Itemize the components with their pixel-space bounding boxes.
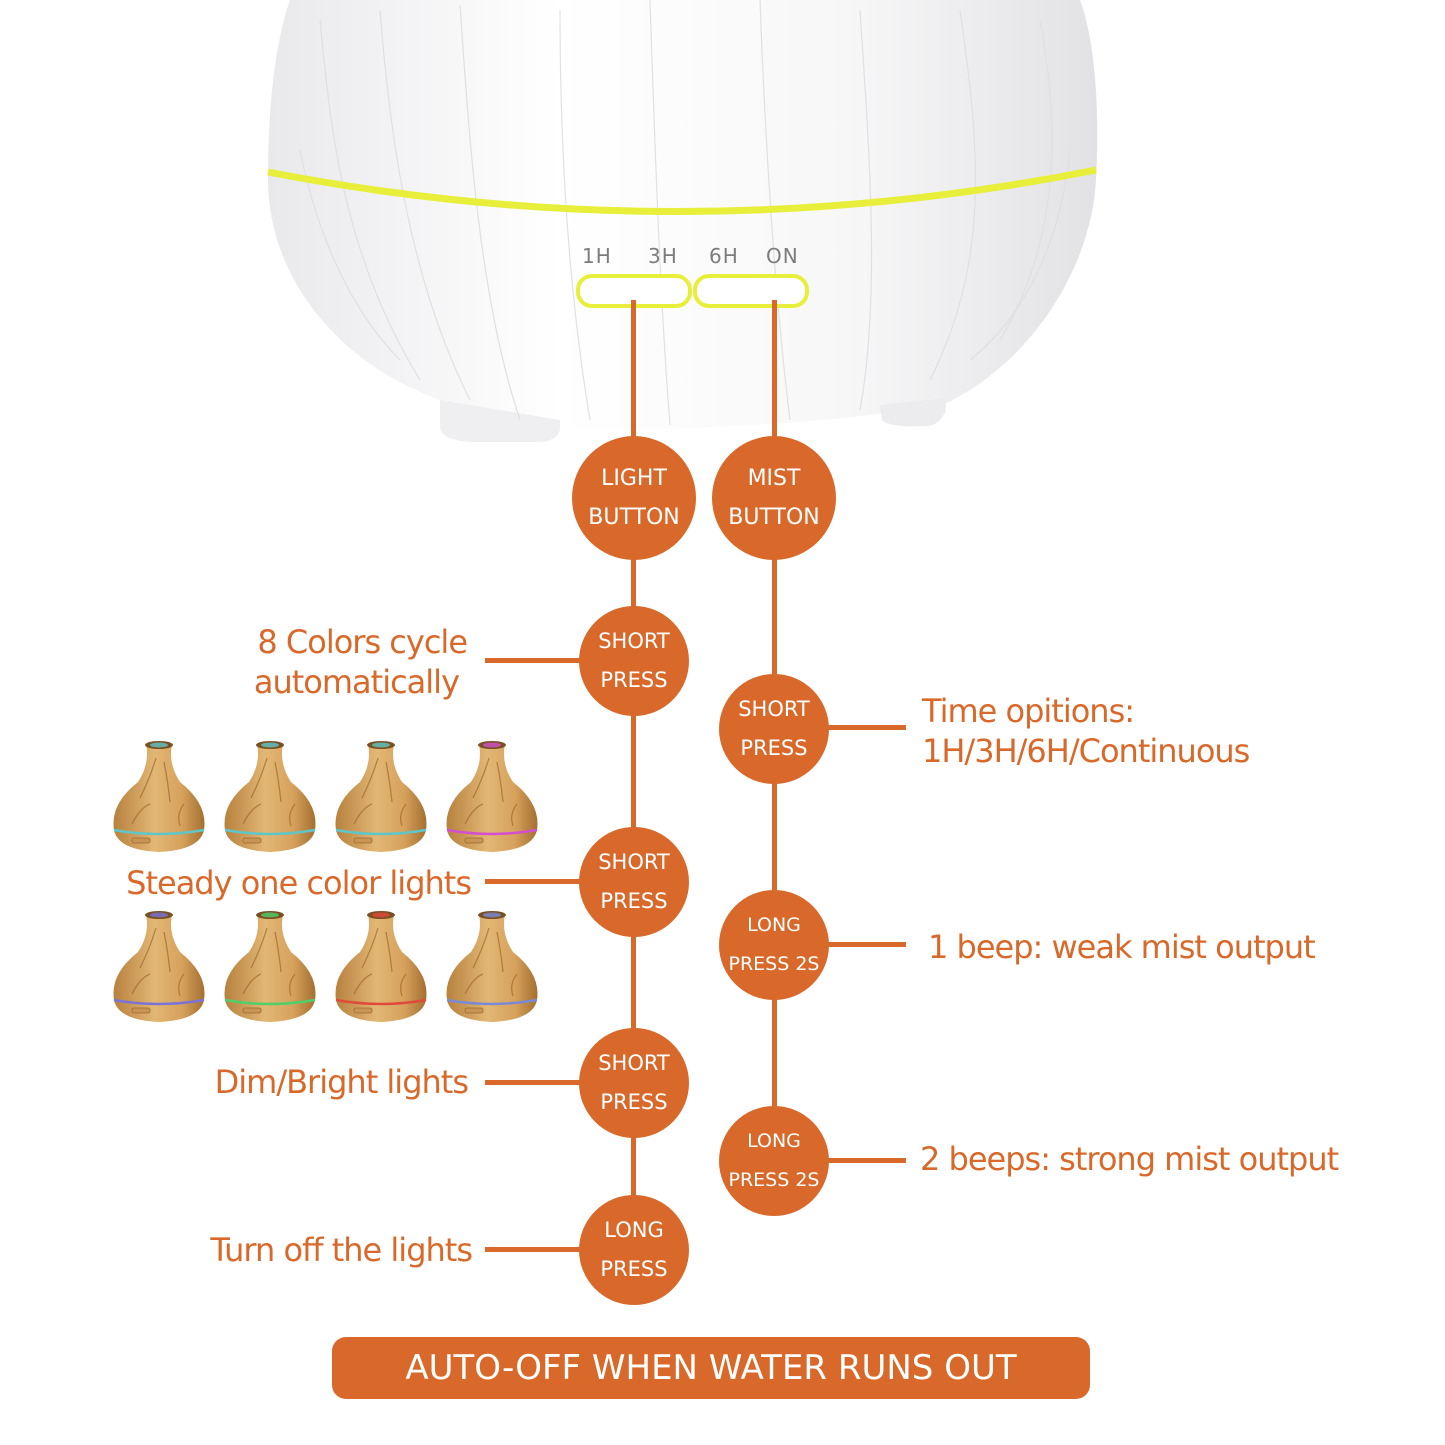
wood-diffuser-thumbnail	[113, 741, 205, 852]
mist-step-1-description: Time opitions: 1H/3H/6H/Continuous	[922, 691, 1250, 771]
light-step-2-badge: SHORT PRESS	[579, 827, 689, 937]
timer-label-1h: 1H	[582, 244, 612, 268]
wood-diffuser-thumbnail	[224, 741, 316, 852]
light-step-1-badge: SHORT PRESS	[579, 606, 689, 716]
mist-step-3-line1: LONG	[747, 1130, 801, 1152]
mist-step-2-badge: LONG PRESS 2S	[719, 890, 829, 1000]
light-step-4-badge: LONG PRESS	[579, 1195, 689, 1305]
light-step-1-description: 8 Colors cycle automatically	[253, 622, 468, 702]
light-step-4-line1: LONG	[604, 1218, 664, 1242]
mist-button-line2: BUTTON	[728, 505, 820, 530]
wood-diffuser-thumbnail	[446, 911, 538, 1022]
mist-step-2-line1: LONG	[747, 914, 801, 936]
connector-light-1	[485, 658, 633, 663]
connector-mist-2	[774, 942, 906, 947]
light-step-2-line2: PRESS	[600, 889, 668, 913]
light-step-3-description: Dim/Bright lights	[214, 1063, 469, 1101]
light-step-2-description: Steady one color lights	[126, 864, 472, 902]
mist-step-3-description: 2 beeps: strong mist output	[920, 1140, 1339, 1178]
light-step-3-line1: SHORT	[598, 1051, 670, 1075]
light-button-line2: BUTTON	[588, 505, 680, 530]
mist-step-2-line2: PRESS 2S	[728, 953, 820, 975]
light-step-3-line2: PRESS	[600, 1090, 668, 1114]
connector-mist-3	[774, 1158, 906, 1163]
mist-step-1-line1: SHORT	[738, 697, 810, 721]
light-step-4-description: Turn off the lights	[210, 1231, 473, 1269]
light-step-2-line1: SHORT	[598, 850, 670, 874]
timer-label-on: ON	[766, 244, 799, 268]
mist-step-1-line2: PRESS	[740, 736, 808, 760]
connector-light-3	[485, 1080, 633, 1085]
light-step-1-desc-line1: 8 Colors cycle	[257, 623, 468, 661]
mist-step-3-badge: LONG PRESS 2S	[719, 1106, 829, 1216]
light-button-badge: LIGHT BUTTON	[572, 436, 696, 560]
connector-mist-1	[774, 725, 906, 730]
light-button-line1: LIGHT	[601, 466, 667, 491]
light-step-1-desc-line2: automatically	[253, 663, 460, 701]
light-step-1-line2: PRESS	[600, 668, 668, 692]
connector-light-4	[485, 1247, 633, 1252]
timer-label-6h: 6H	[709, 244, 739, 268]
mist-step-2-description: 1 beep: weak mist output	[928, 928, 1316, 966]
wood-diffuser-thumbnail	[446, 741, 538, 852]
mist-step-1-badge: SHORT PRESS	[719, 674, 829, 784]
wood-diffuser-thumbnail	[335, 911, 427, 1022]
wood-diffuser-thumbnail	[335, 741, 427, 852]
diffuser-device	[267, 0, 1098, 442]
mist-step-1-desc-line2: 1H/3H/6H/Continuous	[922, 732, 1250, 770]
auto-off-banner: AUTO-OFF WHEN WATER RUNS OUT	[332, 1337, 1090, 1399]
light-step-1-line1: SHORT	[598, 629, 670, 653]
wood-diffuser-thumbnail	[224, 911, 316, 1022]
timer-label-3h: 3H	[648, 244, 678, 268]
mist-button-line1: MIST	[747, 466, 801, 491]
mist-button-badge: MIST BUTTON	[712, 436, 836, 560]
mist-step-1-desc-line1: Time opitions:	[922, 692, 1135, 730]
light-step-4-line2: PRESS	[600, 1257, 668, 1281]
light-column-line	[631, 300, 636, 1260]
mist-button-outline	[693, 274, 809, 308]
connector-light-2	[485, 879, 633, 884]
light-step-3-badge: SHORT PRESS	[579, 1028, 689, 1138]
wood-diffuser-thumbnail	[113, 911, 205, 1022]
mist-step-3-line2: PRESS 2S	[728, 1169, 820, 1191]
